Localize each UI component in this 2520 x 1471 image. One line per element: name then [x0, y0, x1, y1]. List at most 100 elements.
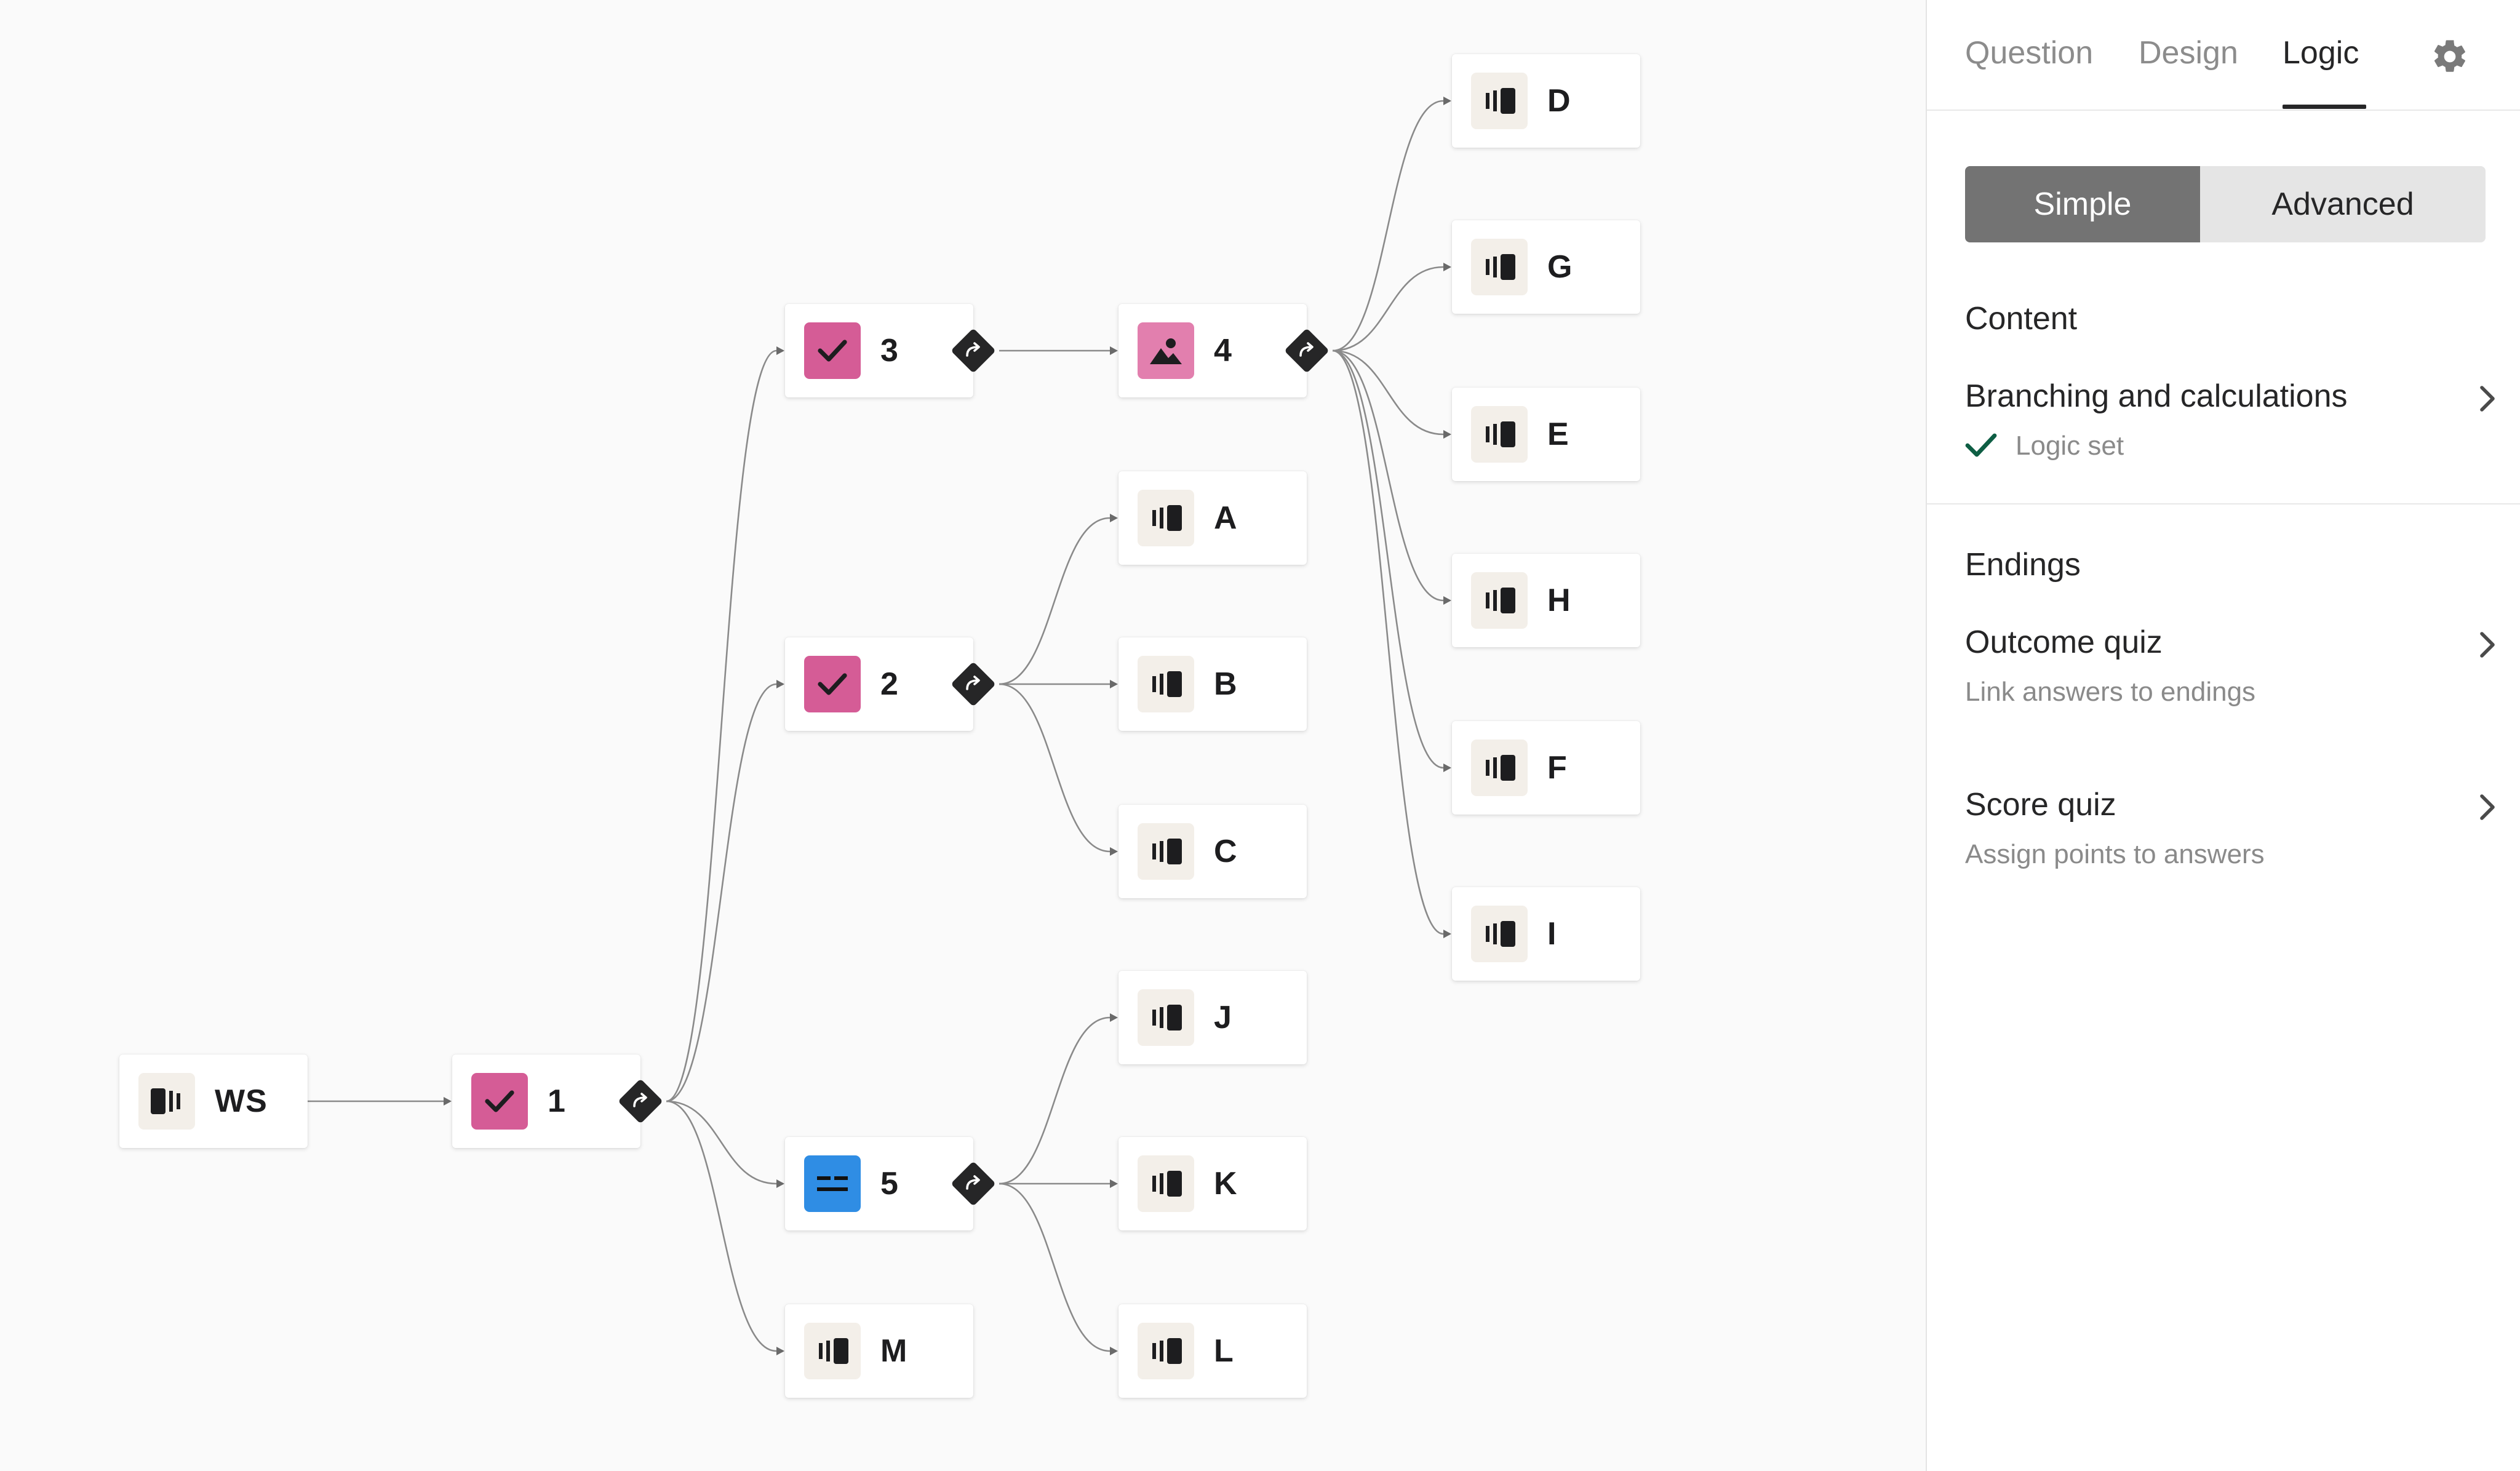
node-label: G	[1547, 249, 1573, 285]
node-label: K	[1214, 1166, 1238, 1202]
node-l[interactable]: L	[1118, 1304, 1307, 1398]
edge-arrowhead	[776, 680, 784, 688]
edge-n5-j	[999, 1016, 1110, 1185]
node-g[interactable]: G	[1452, 220, 1640, 314]
logic-set-status: Logic set	[2016, 431, 2124, 461]
edge-arrowhead	[1110, 1013, 1118, 1022]
node-d[interactable]: D	[1452, 54, 1640, 148]
edge-arrowhead	[1443, 97, 1451, 105]
edge-arrowhead	[1110, 1179, 1118, 1188]
ending-screen-icon	[1471, 906, 1528, 962]
edge-n1-n3	[666, 349, 777, 1102]
node-label: L	[1214, 1333, 1234, 1369]
ending-screen-icon	[1471, 739, 1528, 796]
branching-title: Branching and calculations	[1965, 378, 2348, 414]
node-ws[interactable]: WS	[119, 1054, 308, 1148]
node-label: 4	[1214, 333, 1232, 369]
advanced-mode-button[interactable]: Advanced	[2200, 166, 2486, 242]
multiple-choice-icon	[804, 656, 861, 712]
ending-screen-icon	[1138, 656, 1194, 712]
chevron-right-icon	[2480, 794, 2495, 820]
node-label: 1	[548, 1083, 566, 1119]
edge-n1-n5	[666, 1100, 777, 1185]
branch-logic-icon[interactable]	[947, 658, 999, 710]
node-a[interactable]: A	[1118, 471, 1307, 565]
edge-n4-e	[1332, 349, 1444, 436]
node-label: E	[1547, 417, 1569, 452]
edge-n4-f	[1332, 349, 1444, 769]
node-label: WS	[215, 1083, 268, 1119]
node-n2[interactable]: 2	[785, 637, 973, 731]
score-quiz-row[interactable]: Score quiz Assign points to answers	[1965, 786, 2499, 891]
active-tab-indicator	[2283, 105, 2366, 109]
ending-screen-icon	[1138, 989, 1194, 1046]
node-i[interactable]: I	[1452, 887, 1640, 981]
node-e[interactable]: E	[1452, 388, 1640, 481]
node-k[interactable]: K	[1118, 1137, 1307, 1230]
multiple-choice-icon	[804, 322, 861, 379]
node-n3[interactable]: 3	[785, 304, 973, 397]
logic-mode-toggle: Simple Advanced	[1965, 166, 2486, 242]
welcome-screen-icon	[138, 1073, 195, 1130]
ending-screen-icon	[804, 1323, 861, 1379]
branch-logic-icon[interactable]	[947, 1158, 999, 1210]
edge-arrowhead	[1443, 430, 1451, 439]
node-m[interactable]: M	[785, 1304, 973, 1398]
edge-arrowhead	[776, 1347, 784, 1355]
picture-choice-icon	[1138, 322, 1194, 379]
logic-panel: Question Design Logic Simple Advanced Co…	[1926, 0, 2520, 1471]
logic-edges	[308, 97, 1451, 1355]
logic-map-canvas[interactable]: WS 1 2 3 4 5 A B C D E F G H I J K L M	[0, 0, 1926, 1471]
tab-question[interactable]: Question	[1965, 35, 2094, 71]
node-label: B	[1214, 666, 1238, 702]
edge-arrowhead	[776, 346, 784, 355]
node-label: 2	[880, 666, 899, 702]
gear-icon[interactable]	[2430, 37, 2470, 76]
node-label: C	[1214, 834, 1238, 869]
short-text-icon	[804, 1155, 861, 1212]
content-heading: Content	[1965, 301, 2078, 337]
ending-screen-icon	[1471, 406, 1528, 463]
branch-logic-icon[interactable]	[947, 325, 999, 377]
endings-heading: Endings	[1965, 547, 2081, 583]
edge-arrowhead	[444, 1097, 452, 1106]
ending-screen-icon	[1138, 1155, 1194, 1212]
node-label: J	[1214, 1000, 1232, 1035]
node-b[interactable]: B	[1118, 637, 1307, 731]
node-label: M	[880, 1333, 908, 1369]
edge-n1-n2	[666, 683, 777, 1102]
simple-mode-button[interactable]: Simple	[1965, 166, 2200, 242]
branch-logic-icon[interactable]	[1281, 325, 1333, 377]
edge-arrowhead	[1110, 514, 1118, 522]
node-label: 5	[880, 1166, 899, 1202]
edge-arrowhead	[1110, 847, 1118, 856]
outcome-quiz-title: Outcome quiz	[1965, 624, 2163, 660]
section-divider	[1927, 503, 2520, 504]
node-label: A	[1214, 500, 1238, 536]
node-h[interactable]: H	[1452, 554, 1640, 647]
outcome-quiz-row[interactable]: Outcome quiz Link answers to endings	[1965, 624, 2499, 728]
tab-logic[interactable]: Logic	[2283, 35, 2359, 71]
node-n5[interactable]: 5	[785, 1137, 973, 1230]
edge-n4-h	[1332, 349, 1444, 602]
node-c[interactable]: C	[1118, 805, 1307, 898]
edge-n1-m	[666, 1100, 777, 1352]
node-f[interactable]: F	[1452, 721, 1640, 815]
edge-arrowhead	[1443, 263, 1451, 271]
edge-n2-c	[999, 683, 1110, 853]
edge-n2-a	[999, 517, 1110, 685]
chevron-right-icon	[2480, 632, 2495, 658]
branch-logic-icon[interactable]	[615, 1075, 666, 1127]
node-j[interactable]: J	[1118, 971, 1307, 1064]
ending-screen-icon	[1138, 823, 1194, 880]
ending-screen-icon	[1138, 1323, 1194, 1379]
node-n4[interactable]: 4	[1118, 304, 1307, 397]
score-quiz-title: Score quiz	[1965, 787, 2116, 823]
node-n1[interactable]: 1	[452, 1054, 640, 1148]
ending-screen-icon	[1138, 490, 1194, 546]
edge-arrowhead	[1443, 930, 1451, 938]
tab-design[interactable]: Design	[2139, 35, 2238, 71]
node-label: I	[1547, 916, 1557, 952]
score-quiz-subtitle: Assign points to answers	[1965, 839, 2265, 869]
branching-and-calculations-row[interactable]: Branching and calculations Logic set	[1965, 378, 2499, 482]
